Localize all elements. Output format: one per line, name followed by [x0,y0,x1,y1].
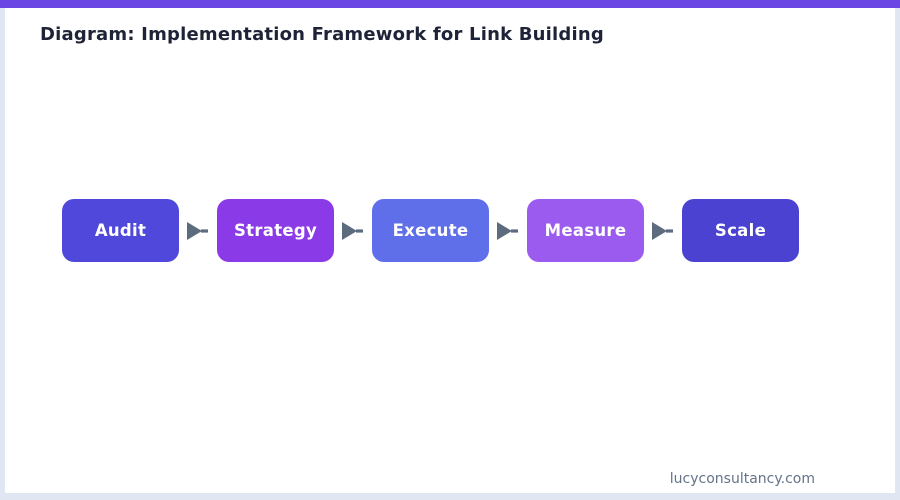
arrow-right-icon [342,221,363,240]
step-box-execute: Execute [372,199,489,262]
flow-arrow-cell [489,199,527,262]
frame-border-bottom [0,493,900,500]
flow-arrow-cell [179,199,217,262]
step-box-measure: Measure [527,199,644,262]
arrow-right-icon [187,221,208,240]
footer-watermark: lucyconsultancy.com [669,471,815,487]
frame-border-right [895,8,900,500]
top-accent-bar [0,0,900,8]
step-box-strategy: Strategy [217,199,334,262]
arrow-right-icon [497,221,518,240]
flow-row: Audit Strategy Execute Measure [62,199,799,262]
flow-arrow-cell [334,199,372,262]
step-box-scale: Scale [682,199,799,262]
diagram-title: Diagram: Implementation Framework for Li… [40,24,604,45]
arrow-right-icon [652,221,673,240]
frame-border-left [0,8,5,500]
step-box-audit: Audit [62,199,179,262]
flow-arrow-cell [644,199,682,262]
